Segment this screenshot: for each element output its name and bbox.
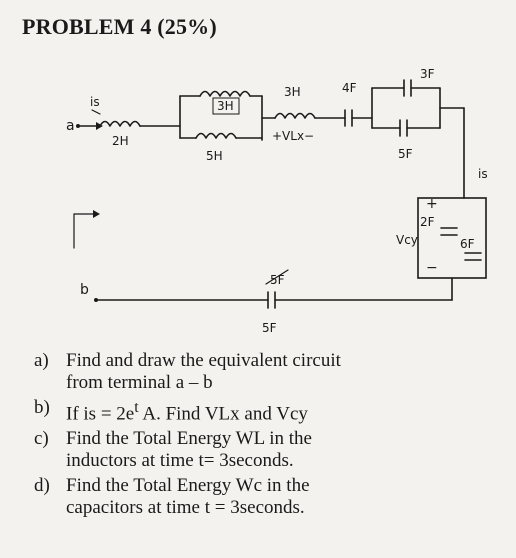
question-list: a) Find and draw the equivalent circuit …	[34, 350, 504, 522]
question-text-cont: inductors at time t= 3seconds.	[66, 450, 294, 472]
vlx-label: +VLx−	[272, 129, 314, 143]
capacitor-4f-label: 4F	[342, 81, 357, 95]
terminal-b-label: b	[80, 282, 89, 298]
question-label: b)	[34, 397, 50, 418]
vcy-label: Vcy	[396, 233, 418, 247]
question-label: d)	[34, 475, 50, 497]
source-current-label: is	[90, 95, 100, 109]
circuit-diagram: a is 2H 3H 5H 3H +VLx− 4F	[66, 67, 488, 335]
question-text: If is = 2e	[66, 403, 135, 425]
current-arrow	[91, 109, 101, 115]
inductor-2h-label: 2H	[112, 134, 129, 148]
capacitor-6f	[464, 252, 482, 261]
question-b: b) If is = 2et A. Find VLx and Vcy	[34, 397, 504, 425]
question-text: Find and draw the equivalent circuit	[66, 350, 341, 371]
inductor-2h	[99, 120, 141, 127]
inductor-3h-right	[274, 112, 316, 119]
capacitor-5f-right	[399, 119, 408, 137]
capacitor-2f-label: 2F	[420, 215, 435, 229]
exponent: t	[134, 399, 139, 416]
problem-title: PROBLEM 4 (25%)	[22, 14, 217, 39]
capacitor-5f-bottom-label: 5F	[262, 321, 277, 335]
inductor-3h-top	[199, 90, 251, 97]
terminal-b-node	[94, 298, 98, 302]
terminal-a-node	[76, 122, 103, 130]
vcy-plus: +	[426, 196, 438, 212]
question-label: c)	[34, 428, 49, 450]
inductor-3h-top-label: 3H	[217, 99, 234, 113]
capacitor-6f-label: 6F	[460, 237, 475, 251]
source-current-right-label: is	[478, 167, 488, 181]
question-text-cont: capacitors at time t = 3seconds.	[66, 497, 305, 519]
capacitor-4f	[344, 109, 353, 127]
capacitor-3f-label: 3F	[420, 67, 435, 81]
inductor-5h	[195, 132, 237, 139]
question-c: c) Find the Total Energy WL in the induc…	[34, 428, 504, 472]
strike-line	[265, 269, 289, 285]
question-a: a) Find and draw the equivalent circuit …	[34, 350, 504, 394]
capacitor-2f	[440, 227, 458, 236]
question-text-tail: A. Find VLx and Vcy	[138, 403, 308, 425]
vcy-minus: −	[426, 260, 438, 276]
terminal-b-arrow	[73, 210, 100, 249]
crossed-label: 5F	[270, 273, 285, 287]
capacitor-5f-right-label: 5F	[398, 147, 413, 161]
question-text: Find the Total Energy WL in the	[66, 428, 312, 450]
terminal-a-label: a	[66, 118, 75, 134]
capacitor-5f-bottom	[267, 291, 276, 309]
capacitor-3f	[403, 79, 412, 97]
question-text-cont: from terminal a – b	[66, 372, 213, 393]
inductor-3h-right-label: 3H	[284, 85, 301, 99]
question-label: a)	[34, 350, 49, 371]
question-text: Find the Total Energy Wc in the	[66, 475, 310, 497]
label-box-3h	[212, 97, 240, 115]
inductor-5h-label: 5H	[206, 149, 223, 163]
question-d: d) Find the Total Energy Wc in the capac…	[34, 475, 504, 519]
